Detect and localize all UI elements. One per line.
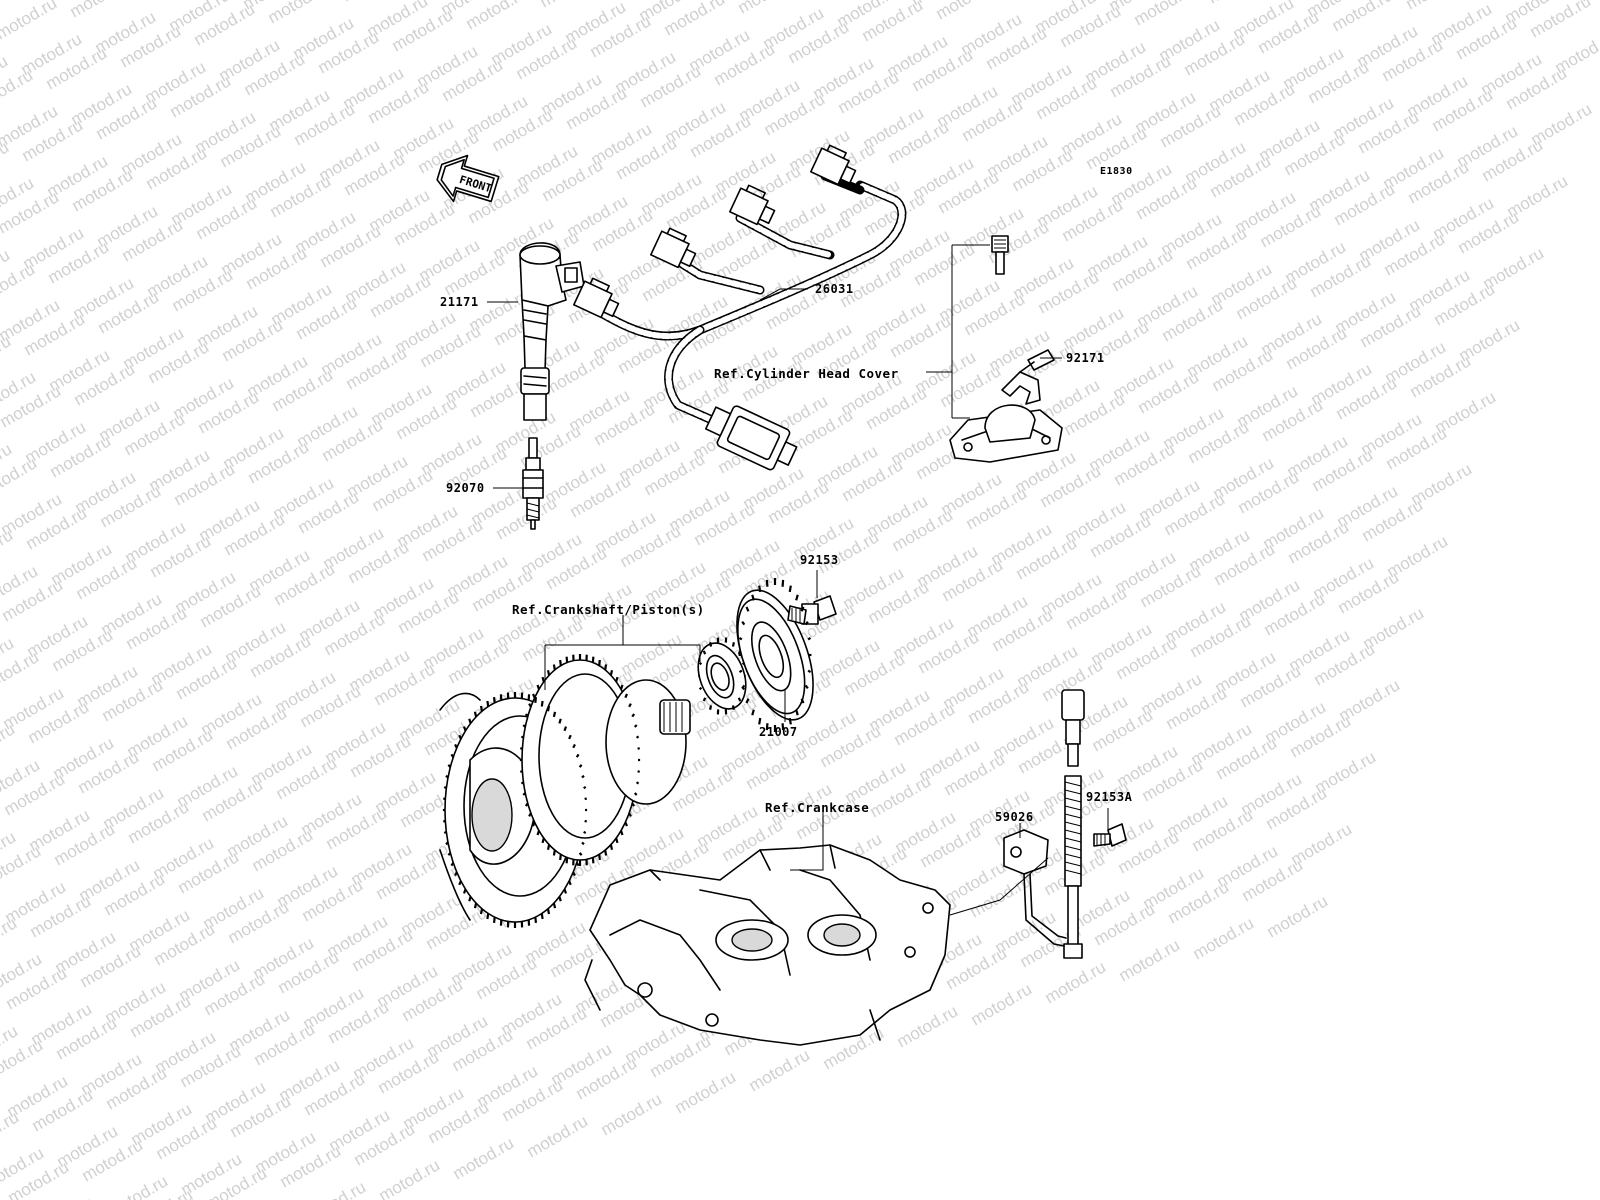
- clamp-icon: [1001, 349, 1055, 405]
- diagram-code: E1830: [1100, 166, 1133, 177]
- crank-gear-teeth-icon: [519, 654, 641, 866]
- timing-rotor-icon: [736, 589, 814, 721]
- ref-crankcase[interactable]: Ref.Crankcase: [765, 800, 870, 815]
- part-label-92070[interactable]: 92070: [446, 481, 485, 495]
- front-arrow-icon: FRONT: [436, 154, 500, 203]
- cylinder-head-cover-icon: [949, 404, 1063, 463]
- part-label-21171[interactable]: 21171: [440, 295, 479, 309]
- part-label-92171[interactable]: 92171: [1066, 351, 1105, 365]
- watermark-text: motod.ru: [1576, 0, 1600, 5]
- bolt-icon: [1093, 823, 1127, 847]
- sensor-icon: [1003, 689, 1085, 959]
- crank-gear-teeth-icon: [442, 692, 588, 928]
- part-label-21007[interactable]: 21007: [759, 725, 798, 739]
- ignition-coil-icon: [519, 242, 585, 421]
- part-label-26031[interactable]: 26031: [815, 282, 854, 296]
- rotor-teeth-icon: [738, 578, 812, 732]
- wiring-harness-icon: [573, 144, 907, 471]
- crankshaft-icon: [439, 642, 747, 923]
- sprocket-teeth-icon: [698, 637, 746, 715]
- part-label-92153[interactable]: 92153: [800, 553, 839, 567]
- part-label-59026[interactable]: 59026: [995, 810, 1034, 824]
- bolt-icon: [787, 595, 837, 625]
- leader-lines: [487, 244, 1109, 916]
- part-label-92153A[interactable]: 92153A: [1086, 790, 1133, 804]
- bolt-icon: [991, 235, 1009, 275]
- ref-crankshaft-piston[interactable]: Ref.Crankshaft/Piston(s): [512, 602, 705, 617]
- spark-plug-icon: [522, 437, 544, 530]
- ref-cylinder-head-cover[interactable]: Ref.Cylinder Head Cover: [714, 366, 899, 381]
- crankcase-icon: [584, 844, 951, 1046]
